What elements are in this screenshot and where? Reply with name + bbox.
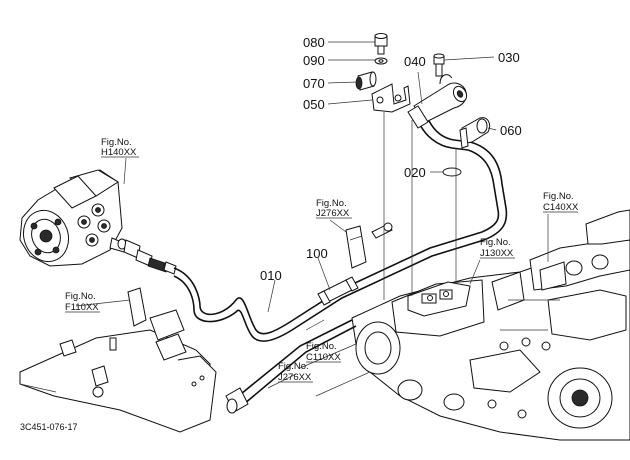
fig-code-underlines [65, 156, 578, 383]
pipe-010 [173, 113, 508, 342]
clip-plate [345, 222, 393, 269]
part-020-label: 020 [404, 165, 426, 180]
joint-070 [355, 71, 377, 91]
part-number-labels: 080 030 040 090 070 050 060 020 100 010 [260, 35, 522, 283]
part-040-label: 040 [404, 54, 426, 69]
fig-ref-c140-prefix: Fig.No. [543, 191, 574, 202]
fig-ref-f110-code: F110XX [65, 302, 99, 313]
part-090-label: 090 [303, 53, 325, 68]
transmission-case [299, 209, 630, 441]
clamp-060 [459, 117, 491, 149]
part-100-label: 100 [306, 246, 328, 261]
figure-reference-labels: Fig.No. H140XX Fig.No. J276XX Fig.No. C1… [65, 137, 579, 383]
part-030-label: 030 [498, 50, 520, 65]
sleeve-100 [317, 276, 359, 306]
part-070-label: 070 [303, 76, 325, 91]
fig-ref-c140-code: C140XX [543, 202, 579, 213]
hydraulic-pump [19, 169, 127, 267]
hose-fitting-040 [407, 74, 468, 129]
o-ring-020 [442, 167, 462, 177]
part-010-label: 010 [260, 268, 282, 283]
fig-ref-h140-prefix: Fig.No. [101, 137, 132, 148]
fig-ref-c110-prefix: Fig.No. [306, 341, 337, 352]
drawing-code: 3C451-076-17 [20, 422, 78, 432]
part-080-label: 080 [303, 35, 325, 50]
fig-ref-h140-code: H140XX [101, 147, 137, 158]
washer-090 [374, 57, 388, 65]
fig-ref-c110-code: C110XX [306, 352, 341, 363]
pump-outlet-fittings [117, 238, 177, 275]
bolt-080 [374, 33, 388, 55]
fig-ref-j276-bottom-prefix: Fig.No. [278, 361, 309, 372]
fig-ref-j276-top-code: J276XX [316, 208, 350, 219]
bolt-030 [433, 53, 445, 77]
part-060-label: 060 [500, 123, 522, 138]
fig-ref-f110-prefix: Fig.No. [65, 291, 96, 302]
part-050-label: 050 [303, 97, 325, 112]
leader-lines [75, 41, 549, 389]
floor-plate-bracket [19, 287, 217, 433]
fig-ref-j276-bottom-code: J276XX [278, 372, 312, 383]
bracket-050 [371, 83, 411, 113]
fig-ref-j130-code: J130XX [480, 248, 514, 259]
fig-ref-j276-top-prefix: Fig.No. [316, 198, 347, 209]
fig-ref-j130-prefix: Fig.No. [480, 237, 511, 248]
lower-tube [225, 319, 357, 414]
